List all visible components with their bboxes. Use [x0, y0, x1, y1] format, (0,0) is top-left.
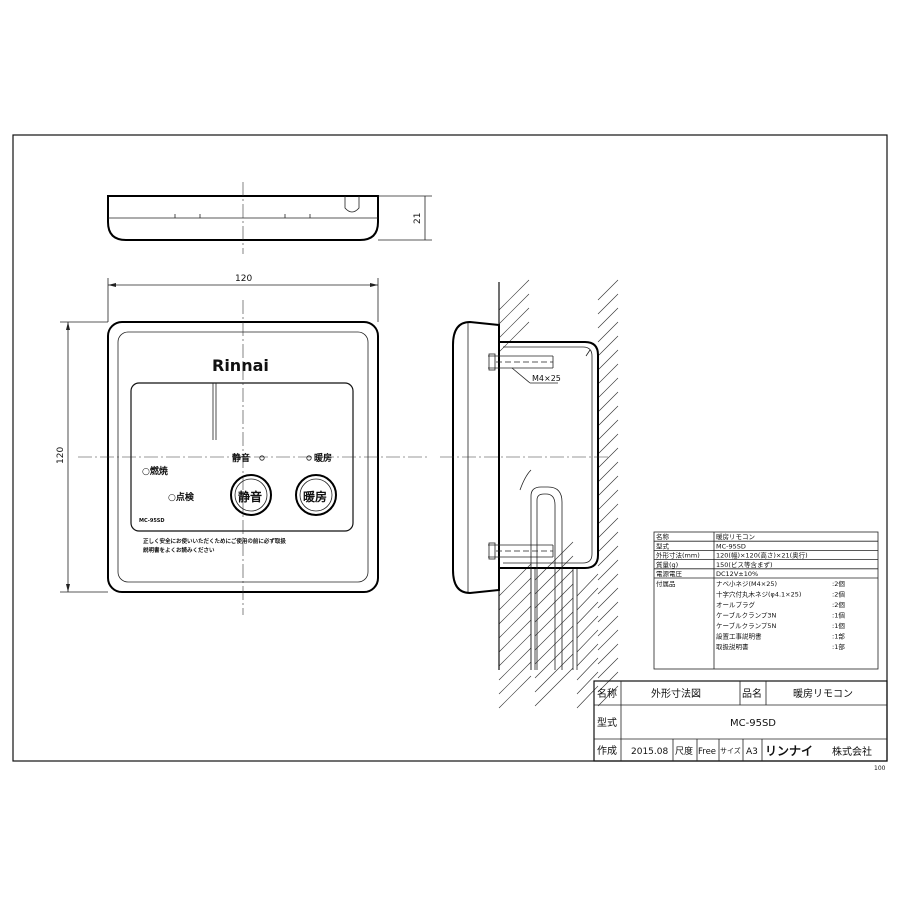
top-view: 21	[107, 182, 432, 254]
heat-button-label: 暖房	[303, 489, 327, 504]
spec-key: 型式	[656, 541, 670, 550]
accessory-name: オールプラグ	[716, 600, 756, 609]
spec-key: 電源電圧	[656, 569, 683, 578]
spec-key: 外形寸法(mm)	[656, 551, 700, 560]
accessories-key: 付属品	[656, 579, 676, 588]
front-view: Rinnai ○燃焼 ○点検 静音 暖房 静音 暖房 MC-95SD 正しく安全…	[78, 300, 430, 615]
sheet-number: 100	[874, 765, 886, 772]
spec-key: 名称	[656, 532, 670, 541]
spec-key: 質量(g)	[656, 560, 678, 569]
side-install-view: M4×25	[440, 279, 619, 709]
quiet-button-label: 静音	[238, 489, 262, 504]
dim-height: 120	[56, 447, 66, 464]
accessory-qty: :1部	[832, 632, 845, 641]
wall-hatch	[498, 279, 619, 709]
accessory-name: ナベ小ネジ(M4×25)	[716, 579, 777, 588]
burn-indicator-label: ○燃焼	[142, 465, 168, 477]
accessory-name: 設置工事説明書	[716, 632, 762, 641]
accessory-name: ケーブルクランプ5N	[716, 621, 777, 630]
accessory-name: ケーブルクランプ3N	[716, 611, 777, 620]
model-small-label: MC-95SD	[139, 518, 165, 524]
dim-width: 120	[235, 274, 252, 284]
title-size-label: サイズ	[720, 746, 741, 755]
title-scale-label: 尺度	[675, 745, 693, 757]
accessory-qty: :2個	[832, 579, 845, 588]
accessory-qty: :1個	[832, 621, 845, 630]
title-scale-value: Free	[698, 747, 716, 757]
inspect-indicator-label: ○点検	[168, 491, 195, 503]
title-block: 名称 外形寸法図 品名 暖房リモコン 型式 MC-95SD 作成 2015.08…	[593, 680, 888, 772]
width-dimension: 120	[107, 274, 379, 322]
accessory-qty: :2個	[832, 600, 845, 609]
accessory-name: 取扱説明書	[716, 642, 749, 651]
drawing-frame	[12, 134, 888, 762]
company-katakana: リンナイ	[765, 744, 813, 758]
title-date: 2015.08	[631, 747, 668, 757]
accessory-qty: :2個	[832, 590, 845, 599]
title-name-value: 外形寸法図	[651, 687, 701, 700]
quiet-indicator-label: 静音	[232, 452, 250, 464]
height-dimension: 120	[56, 321, 108, 593]
rinnai-logo: Rinnai	[212, 356, 269, 375]
spec-value: 150(ビス等含まず)	[716, 560, 772, 569]
title-type-label: 型式	[597, 716, 617, 729]
spec-value: DC12V±10%	[716, 570, 758, 578]
accessory-name: 十字穴付丸木ネジ(φ4.1×25)	[716, 590, 801, 599]
title-type-value: MC-95SD	[730, 718, 776, 729]
company-suffix: 株式会社	[832, 745, 872, 758]
title-product-label: 品名	[742, 687, 762, 700]
title-made-label: 作成	[597, 745, 617, 757]
spec-value: 暖房リモコン	[716, 532, 755, 541]
accessory-qty: :1個	[832, 611, 845, 620]
quiet-button-outline	[230, 474, 272, 516]
title-product-value: 暖房リモコン	[793, 687, 853, 700]
title-name-label: 名称	[597, 687, 617, 700]
heat-indicator-label: 暖房	[314, 452, 332, 464]
notice-line-2: 説明書をよくお読みください	[143, 546, 215, 554]
spec-value: 120(幅)×120(高さ)×21(奥行)	[716, 551, 808, 560]
spec-value: MC-95SD	[716, 542, 746, 550]
title-size-value: A3	[746, 747, 758, 757]
notice-line-1: 正しく安全にお使いいただくためにご使用の前に必ず取扱	[143, 537, 286, 545]
accessory-qty: :1部	[832, 642, 845, 651]
dim-depth: 21	[413, 213, 423, 224]
heat-button-outline	[295, 474, 337, 516]
screw-label: M4×25	[532, 374, 561, 383]
